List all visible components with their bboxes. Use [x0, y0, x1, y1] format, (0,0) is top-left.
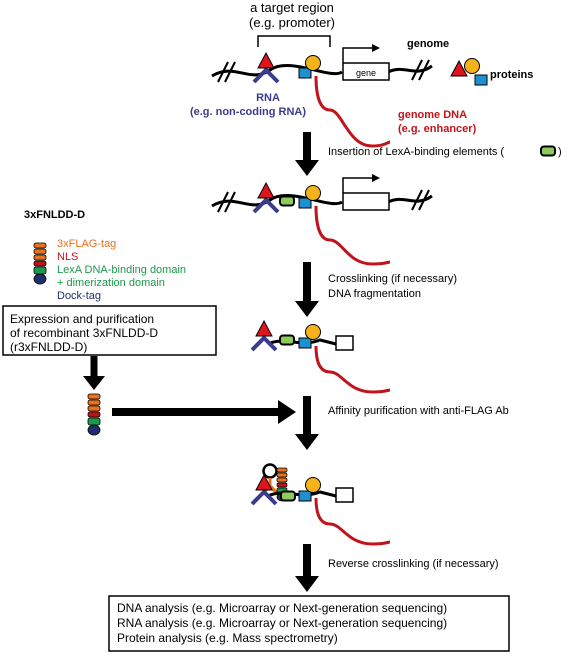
construct-title: 3xFNLDD-D [24, 209, 85, 221]
rna-analysis-label: RNA analysis (e.g. Microarray or Next-ge… [117, 616, 447, 630]
analysis-box [108, 595, 510, 652]
expression-box-line1: Expression and purification [10, 312, 154, 326]
expression-box-line2: of recombinant 3xFNLDD-D [10, 326, 158, 340]
break-mark [217, 61, 229, 83]
yellow-circle-protein [305, 55, 321, 71]
genome-dna-strand [211, 194, 343, 208]
rna-strand [250, 335, 278, 352]
lexa-element-icon [540, 145, 556, 157]
enhancer-dna-loop [314, 75, 391, 148]
recombinant-protein-icon [87, 393, 101, 436]
break-mark [418, 189, 430, 211]
break-mark [224, 191, 236, 213]
target-region-label: a target region [250, 0, 334, 15]
affinity-row-4 [250, 463, 391, 546]
construct-icon [33, 242, 47, 285]
dna-analysis-label: DNA analysis (e.g. Microarray or Next-ge… [117, 601, 447, 615]
dock-tag-label: Dock-tag [57, 290, 101, 302]
fragment-dna-strand [267, 338, 337, 346]
red-triangle-protein [257, 182, 275, 199]
red-triangle-protein [257, 52, 275, 69]
yellow-circle-protein [305, 185, 321, 201]
gene-box [342, 62, 390, 81]
bead-icon [262, 463, 278, 479]
dimerization-domain-label: + dimerization domain [57, 277, 165, 289]
blue-square-protein [298, 490, 312, 502]
rna-strand [252, 67, 280, 84]
flow-arrowhead [295, 160, 319, 176]
nls-label: NLS [57, 251, 78, 263]
rna-strand [252, 197, 280, 214]
step-insertion-label: Insertion of LexA-binding elements ( [328, 146, 504, 158]
gene-label: gene [356, 68, 376, 78]
proteins-label: proteins [490, 69, 533, 81]
expression-box-line3: (r3xFNLDD-D) [10, 340, 87, 354]
yellow-circle-protein [464, 58, 480, 74]
fragment-dna-strand [267, 490, 337, 498]
expression-purification-box [2, 305, 217, 356]
step-insertion-close: ) [558, 146, 562, 158]
break-mark [418, 59, 430, 81]
lexa-element-icon [279, 195, 295, 207]
step-reverse-crosslinking-label: Reverse crosslinking (if necessary) [328, 558, 499, 570]
genome-dna-strand-right [387, 64, 433, 74]
arrowhead [372, 44, 380, 52]
blue-square-protein [474, 74, 488, 86]
red-triangle-protein [255, 320, 273, 337]
flow-arrowhead [295, 301, 319, 317]
flow-arrowhead [83, 376, 105, 390]
genome-row-1: gene [211, 44, 433, 148]
arrowhead [372, 174, 380, 182]
rna-label: RNA [256, 92, 280, 104]
gene-fragment-box [335, 335, 354, 351]
genome-dna-example-label: (e.g. enhancer) [398, 123, 477, 135]
lexa-element-icon [279, 334, 295, 346]
rna-strand [250, 489, 278, 506]
gene-fragment-box [335, 487, 354, 503]
fragment-row-3 [250, 320, 391, 394]
genome-row-2 [211, 174, 433, 266]
lexa-element-icon [280, 490, 296, 502]
flow-arrowhead [278, 400, 296, 424]
transcription-start-arrow [342, 47, 372, 63]
flow-arrowhead [295, 576, 319, 592]
lexa-domain-label: LexA DNA-binding domain [57, 264, 186, 276]
genome-dna-strand [211, 64, 343, 78]
yellow-circle-protein [305, 324, 321, 340]
transcription-start-arrow [342, 177, 372, 193]
genome-label: genome [407, 38, 449, 50]
rna-example-label: (e.g. non-coding RNA) [190, 106, 306, 118]
genome-dna-strand-right [387, 194, 433, 204]
blue-square-protein [298, 337, 312, 349]
enhancer-dna-loop [314, 205, 391, 266]
step-crosslinking-label: Crosslinking (if necessary) [328, 273, 457, 285]
flow-arrowhead [295, 434, 319, 450]
target-region-example: (e.g. promoter) [249, 15, 335, 30]
step-affinity-label: Affinity purification with anti-FLAG Ab [328, 405, 509, 417]
enhancer-dna-loop [314, 345, 391, 394]
break-mark [217, 191, 229, 213]
yellow-circle-protein [305, 477, 321, 493]
target-region-bracket [257, 35, 331, 47]
enhancer-dna-loop [314, 497, 391, 546]
flag-tag-label: 3xFLAG-tag [57, 238, 116, 250]
step-fragmentation-label: DNA fragmentation [328, 288, 421, 300]
break-mark [411, 59, 423, 81]
protein-analysis-label: Protein analysis (e.g. Mass spectrometry… [117, 631, 338, 645]
genome-dna-label: genome DNA [398, 109, 467, 121]
break-mark [224, 61, 236, 83]
break-mark [411, 189, 423, 211]
gene-box [342, 192, 390, 211]
